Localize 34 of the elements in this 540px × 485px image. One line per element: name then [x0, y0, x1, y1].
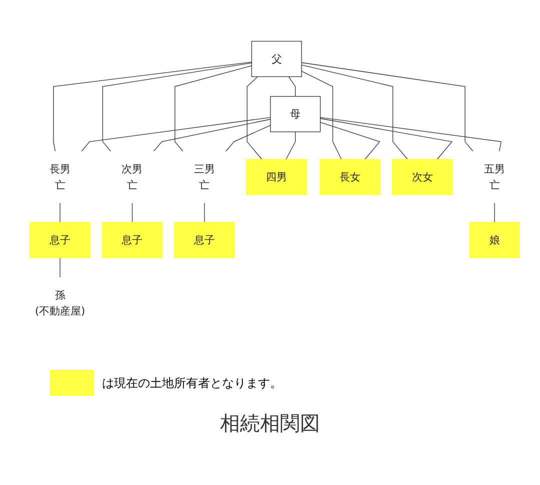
connector — [301, 64, 408, 160]
connector — [320, 117, 502, 152]
connector — [286, 132, 296, 160]
connector — [102, 62, 252, 152]
node-text: 五男 亡 — [484, 162, 506, 191]
connector — [494, 202, 495, 223]
connector — [53, 62, 252, 152]
node-text: 孫 (不動産屋) — [34, 288, 86, 317]
node-box: 娘 — [469, 222, 520, 258]
connector — [320, 122, 380, 160]
node-box: 息子 — [30, 222, 91, 258]
connector — [153, 118, 271, 152]
node-box: 次女 — [392, 159, 453, 196]
node-box: 四男 — [246, 159, 308, 196]
node-text: 長男 亡 — [50, 162, 71, 191]
connector — [174, 65, 252, 152]
connector — [301, 70, 342, 160]
node-box: 長女 — [320, 159, 381, 196]
node-text: 次男 亡 — [122, 162, 143, 191]
legend-text: は現在の土地所有者となります。 — [102, 374, 282, 392]
connector — [288, 76, 296, 97]
connector — [132, 202, 133, 223]
node-box: 父 — [251, 40, 302, 78]
caption: 相続相関図 — [220, 410, 320, 437]
connector — [246, 76, 262, 160]
node-box: 息子 — [174, 222, 235, 258]
node-box: 息子 — [102, 222, 163, 258]
connector — [320, 118, 452, 160]
node-text: 三男 亡 — [194, 162, 215, 191]
node-box: 母 — [270, 96, 321, 132]
connector — [225, 124, 271, 152]
connector — [204, 202, 205, 223]
connector — [81, 117, 271, 152]
connector — [301, 62, 474, 152]
